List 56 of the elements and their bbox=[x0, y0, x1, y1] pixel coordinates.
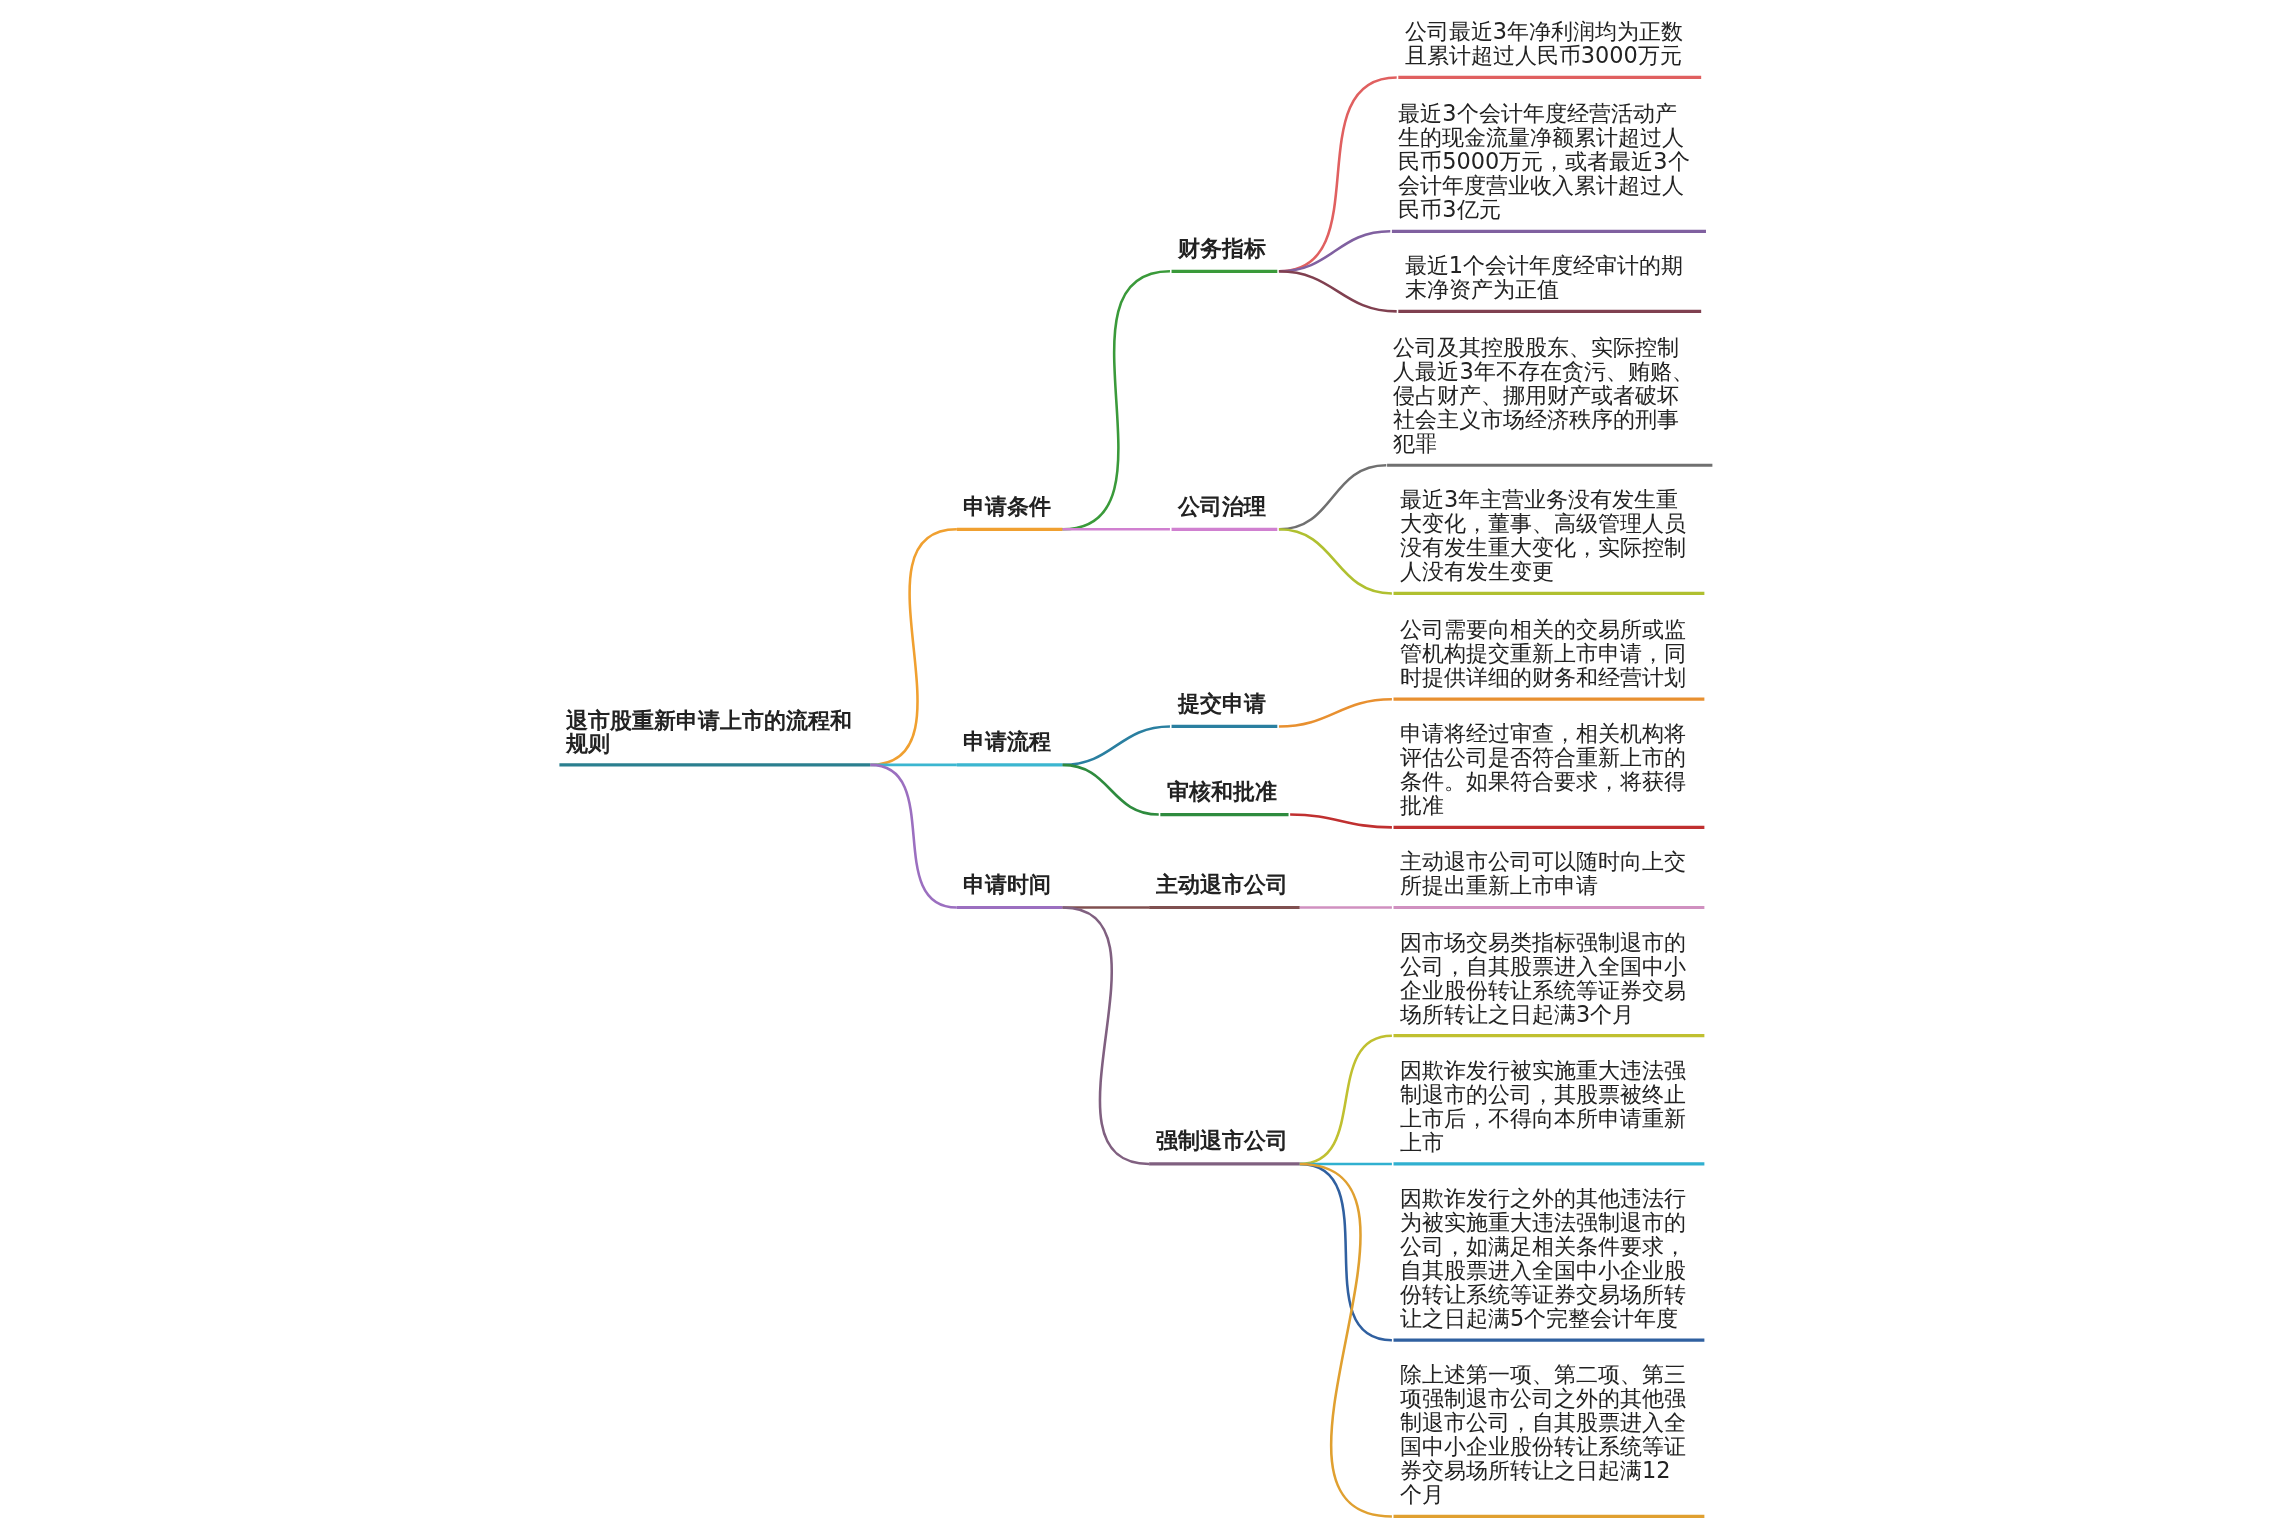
node-box bbox=[1171, 527, 1277, 531]
node-box bbox=[1393, 905, 1704, 910]
node-label: 申请时间 bbox=[962, 870, 1051, 897]
node-box bbox=[1159, 812, 1289, 817]
connector bbox=[1278, 270, 1397, 313]
connector bbox=[1062, 725, 1170, 767]
node-box bbox=[1393, 1338, 1704, 1342]
node-box bbox=[1148, 905, 1300, 910]
node-label: 财务指标 bbox=[1177, 234, 1266, 261]
connector bbox=[1061, 906, 1149, 1166]
connector bbox=[1062, 528, 1170, 531]
connector bbox=[1278, 697, 1392, 728]
node-label: 退市股重新申请上市的流程和规则 bbox=[565, 707, 852, 756]
connector bbox=[869, 528, 957, 767]
node-box bbox=[1171, 269, 1277, 273]
node-box bbox=[956, 905, 1063, 910]
connector bbox=[1299, 906, 1392, 909]
node-label: 公司最近3年净利润均为正数且累计超过人民币3000万元 bbox=[1404, 18, 1683, 69]
connector bbox=[1289, 813, 1392, 829]
node-label: 公司需要向相关的交易所或监管机构提交重新上市申请，同时提供详细的财务和经营计划 bbox=[1399, 616, 1686, 691]
connector bbox=[869, 763, 957, 909]
node-box bbox=[1386, 463, 1712, 467]
node-box bbox=[1393, 825, 1704, 829]
connector bbox=[1278, 528, 1392, 595]
node-label: 最近1个会计年度经审计的期末净资产为正值 bbox=[1404, 252, 1683, 303]
node-label: 公司及其控股股东、实际控制人最近3年不存在贪污、贿赂、侵占财产、挪用财产或者破坏社会主义市场经济秩序的刑事犯罪 bbox=[1393, 333, 1694, 457]
node-label: 因欺诈发行之外的其他违法行为被实施重大违法强制退市的公司，如满足相关条件要求，自其股票进入全国中小企业股份转让系统等证券交易场所转让之日起满5个完整会计年度 bbox=[1399, 1184, 1686, 1332]
node-label: 主动退市公司可以随时向上交所提出重新上市申请 bbox=[1399, 848, 1686, 899]
connector bbox=[1061, 270, 1170, 531]
node-label: 申请流程 bbox=[962, 728, 1051, 755]
node-label: 除上述第一项、第二项、第三项强制退市公司之外的其他强制退市公司，自其股票进入全国中小企业股份转让系统等证券交易场所转让之日起满12个月 bbox=[1399, 1361, 1686, 1508]
node-box bbox=[956, 527, 1063, 531]
node-box bbox=[1391, 229, 1706, 233]
node-label: 申请条件 bbox=[962, 492, 1051, 519]
node-label: 最近3个会计年度经营活动产生的现金流量净额累计超过人民币5000万元，或者最近3个会计年度营业收入累计超过人民币3亿元 bbox=[1397, 100, 1690, 223]
node-box bbox=[1393, 1162, 1704, 1166]
node-box bbox=[558, 763, 870, 767]
node-box bbox=[956, 763, 1063, 767]
node-label: 主动退市公司 bbox=[1155, 870, 1288, 897]
node-box bbox=[1148, 1162, 1300, 1166]
node-box bbox=[1393, 591, 1704, 596]
node-box bbox=[1171, 724, 1277, 729]
node-label: 公司治理 bbox=[1177, 492, 1266, 519]
node-label: 审核和批准 bbox=[1166, 777, 1277, 804]
node-label: 因欺诈发行被实施重大违法强制退市的公司，其股票被终止上市后，不得向本所申请重新上市 bbox=[1399, 1056, 1686, 1155]
node-box bbox=[1397, 309, 1701, 313]
node-box bbox=[1393, 697, 1704, 701]
node-label: 申请将经过审查，相关机构将评估公司是否符合重新上市的条件。如果符合要求，将获得批准 bbox=[1399, 720, 1686, 819]
node-box bbox=[1397, 75, 1701, 80]
node-label: 强制退市公司 bbox=[1155, 1127, 1288, 1154]
node-label: 提交申请 bbox=[1177, 689, 1266, 716]
node-label: 最近3年主营业务没有发生重大变化，董事、高级管理人员没有发生重大变化，实际控制人没有发生变更 bbox=[1399, 486, 1686, 585]
connector bbox=[1061, 763, 1159, 816]
node-box bbox=[1393, 1514, 1704, 1519]
node-label: 因市场交易类指标强制退市的公司，自其股票进入全国中小企业股份转让系统等证券交易场所转让之日起满3个月 bbox=[1399, 928, 1686, 1027]
node-box bbox=[1393, 1034, 1704, 1038]
